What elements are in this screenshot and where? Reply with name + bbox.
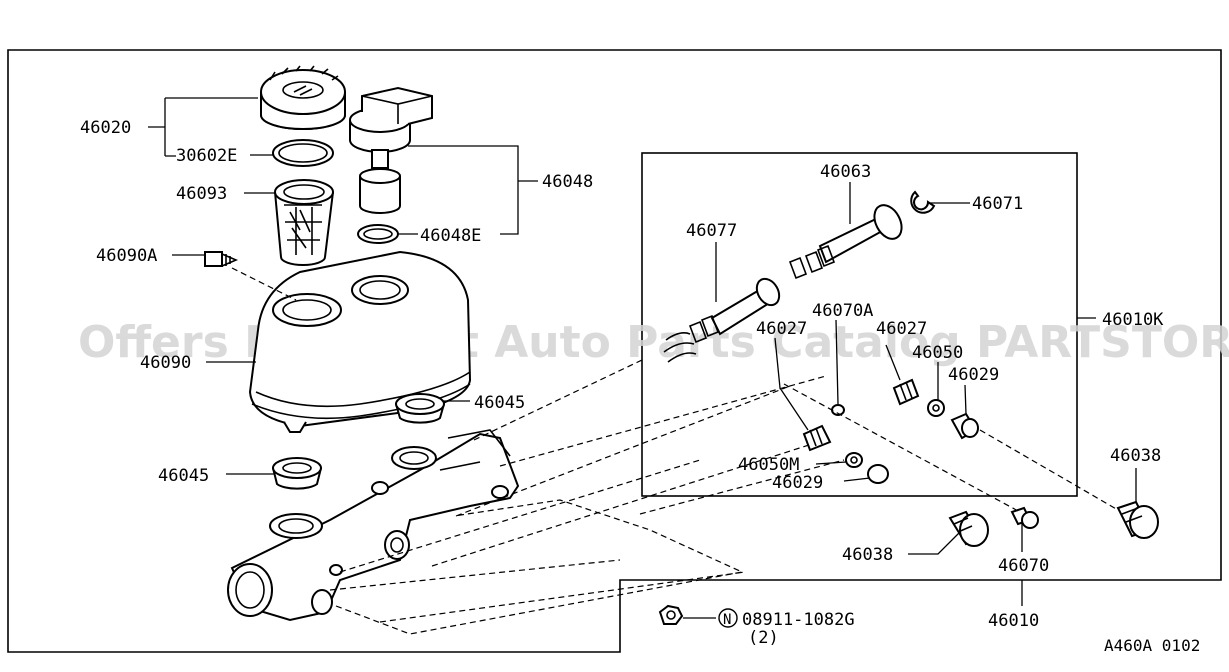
sensor-seal-ring[interactable] — [357, 224, 399, 244]
callout-46029-left: 46029 — [772, 473, 823, 493]
primary-piston[interactable] — [788, 200, 907, 280]
callout-46045-bottom: 46045 — [158, 466, 209, 486]
callout-46071: 46071 — [972, 194, 1023, 214]
tube-seat-46029-right[interactable] — [950, 412, 979, 440]
callout-46070a: 46070A — [812, 301, 873, 321]
callout-46070: 46070 — [998, 556, 1049, 576]
mounting-nut[interactable] — [658, 604, 684, 625]
kit-inset-box — [641, 152, 1078, 497]
reservoir-grommet-upper[interactable] — [395, 393, 445, 424]
callout-08911-1082g: 08911-1082G — [742, 610, 855, 630]
piston-snap-ring[interactable] — [910, 190, 936, 214]
tube-seat-46029-left[interactable] — [867, 464, 889, 484]
callout-46090: 46090 — [140, 353, 191, 373]
plug-46038-left[interactable] — [948, 510, 989, 547]
callout-46020: 46020 — [80, 118, 131, 138]
reservoir-strainer[interactable] — [274, 179, 334, 266]
check-valve-46027-left[interactable] — [802, 424, 832, 452]
nut-marker-circle — [718, 608, 738, 628]
callout-46063: 46063 — [820, 162, 871, 182]
master-cylinder-body[interactable] — [227, 429, 520, 622]
gasket-46050m[interactable] — [845, 452, 863, 468]
stopper-bolt-46070[interactable] — [1010, 506, 1039, 529]
callout-08911-qty: (2) — [748, 628, 779, 648]
diagram-frame — [7, 49, 1222, 653]
callout-46010: 46010 — [988, 611, 1039, 631]
callout-46090a: 46090A — [96, 246, 157, 266]
reservoir-cap[interactable] — [260, 65, 346, 130]
reservoir-grommet-lower[interactable] — [272, 457, 322, 490]
nut-marker-letter: N — [723, 612, 731, 628]
check-valve-46027-right[interactable] — [892, 378, 920, 406]
callout-46050: 46050 — [912, 343, 963, 363]
brake-fluid-reservoir[interactable] — [248, 250, 472, 433]
callout-30602e: 30602E — [176, 146, 237, 166]
cap-seal-ring[interactable] — [272, 139, 334, 167]
callout-46027-right: 46027 — [876, 319, 927, 339]
callout-46077: 46077 — [686, 221, 737, 241]
callout-46050m: 46050M — [738, 455, 799, 475]
gasket-46050[interactable] — [927, 399, 945, 417]
level-sensor[interactable] — [349, 86, 433, 214]
callout-46048: 46048 — [542, 172, 593, 192]
callout-46010k: 46010K — [1102, 310, 1164, 330]
callout-46048e: 46048E — [420, 226, 481, 246]
callout-46038-left: 46038 — [842, 545, 893, 565]
callout-46093: 46093 — [176, 184, 227, 204]
callout-46038-right: 46038 — [1110, 446, 1161, 466]
secondary-piston[interactable] — [663, 275, 784, 363]
plug-46038-right[interactable] — [1116, 500, 1159, 539]
callout-46027-left: 46027 — [756, 319, 807, 339]
callout-46045-top: 46045 — [474, 393, 525, 413]
reservoir-screw[interactable] — [204, 251, 239, 267]
diagram-code: A460A 0102 — [1104, 636, 1200, 655]
assembly-dash-lines — [231, 267, 1119, 635]
watermark-text: Offers Merchant Auto Parts Catalog PARTS… — [78, 317, 1229, 368]
leader-lines — [148, 97, 1137, 619]
callout-46029-right: 46029 — [948, 365, 999, 385]
